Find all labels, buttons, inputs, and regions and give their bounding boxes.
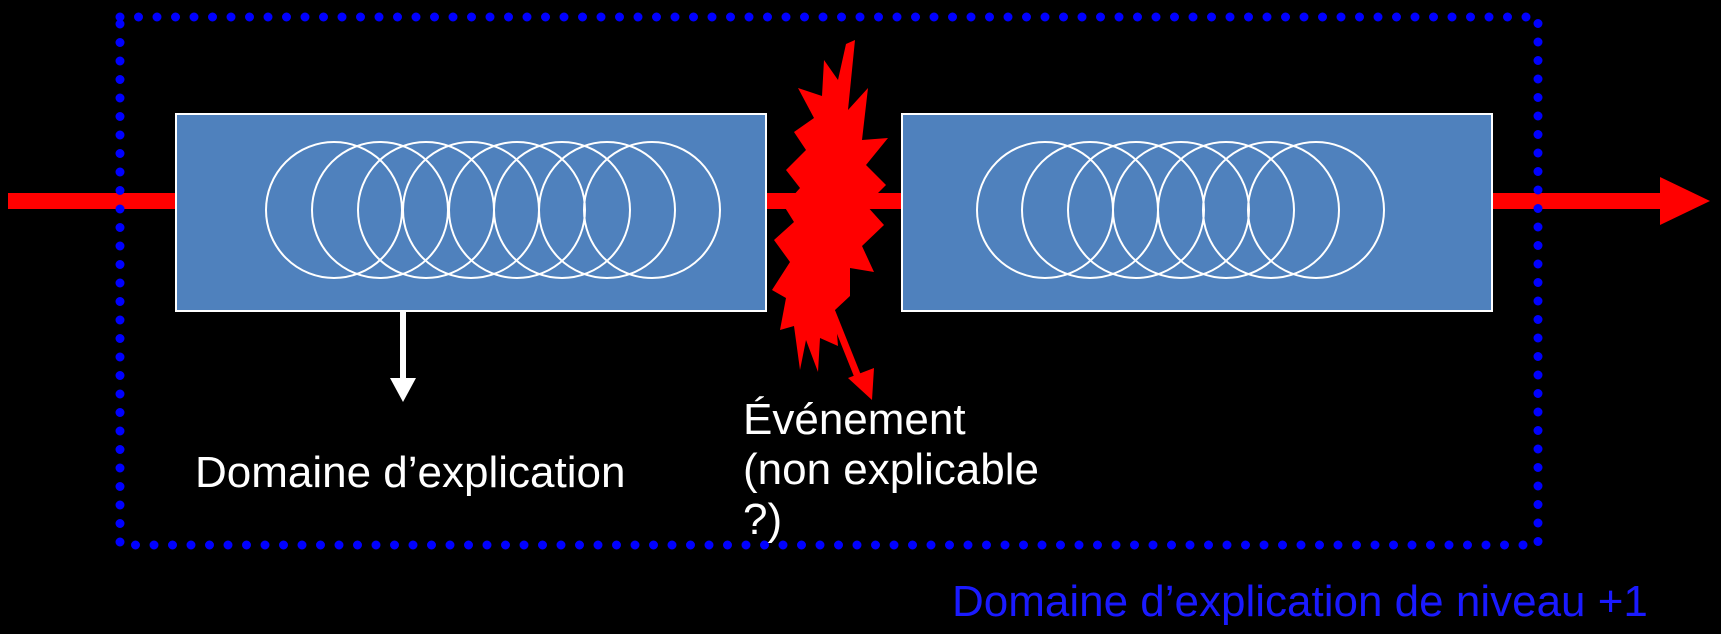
event-burst [772, 40, 888, 400]
down-arrow [390, 311, 416, 402]
event-label-line-3: ?) [743, 495, 783, 544]
outer-domain-label: Domaine d’explication de niveau +1 [952, 577, 1648, 626]
event-label: Événement (non explicable ?) [743, 395, 1039, 545]
right-coil [976, 141, 1385, 279]
domain-label: Domaine d’explication [195, 448, 626, 497]
event-label-line-2: (non explicable [743, 445, 1039, 494]
outer-domain-boundary [115, 12, 1543, 550]
left-process-box [175, 113, 767, 312]
left-coil [265, 141, 721, 279]
event-label-line-1: Événement [743, 395, 966, 444]
right-process-box [901, 113, 1493, 312]
